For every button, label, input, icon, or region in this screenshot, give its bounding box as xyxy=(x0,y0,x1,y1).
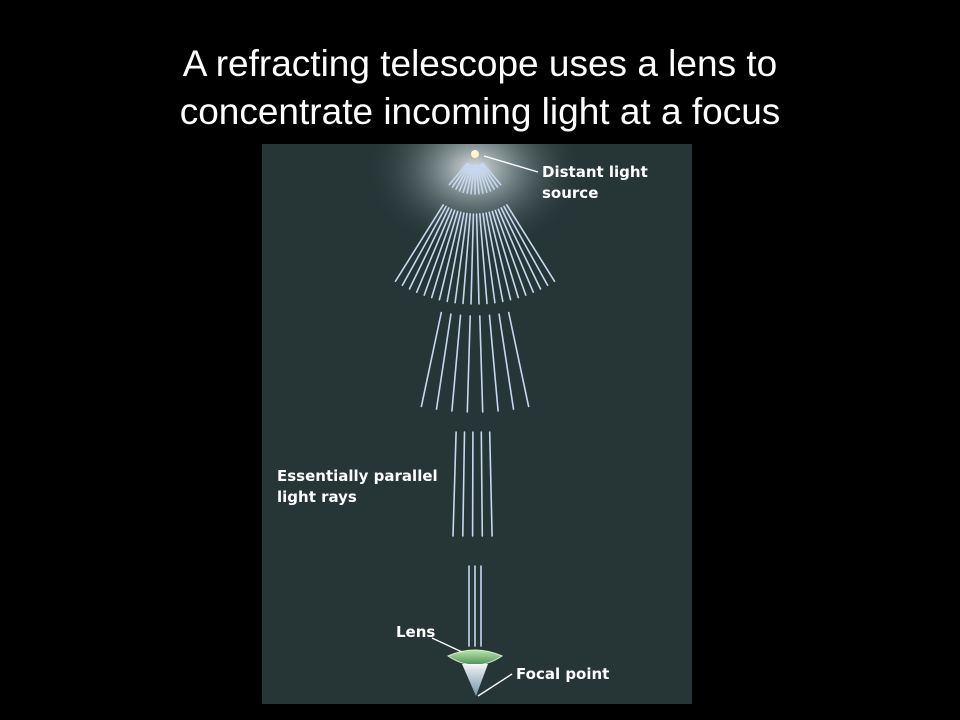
light-ray xyxy=(494,209,527,296)
light-ray xyxy=(423,209,456,296)
light-ray xyxy=(488,211,512,301)
light-ray xyxy=(415,208,453,293)
light-ray xyxy=(507,311,530,408)
light-ray xyxy=(500,207,542,290)
light-ray xyxy=(479,213,488,305)
diagram-panel: Distant light source Essentially paralle… xyxy=(262,144,692,704)
focal-point-label: Focal point xyxy=(516,664,609,685)
light-ray xyxy=(480,431,484,537)
light-ray xyxy=(470,165,475,195)
light-ray xyxy=(408,207,450,290)
light-ray xyxy=(466,164,474,195)
light-ray xyxy=(498,313,515,410)
light-ray xyxy=(470,213,475,305)
light-ray xyxy=(491,210,520,299)
lens-leader-line xyxy=(431,637,463,653)
light-ray xyxy=(462,431,466,537)
light-ray xyxy=(435,313,452,410)
light-ray xyxy=(488,314,499,412)
light-ray xyxy=(455,163,471,190)
light-ray xyxy=(488,431,493,537)
light-ray xyxy=(475,213,480,305)
light-ray xyxy=(448,162,469,186)
light-ray xyxy=(401,205,447,287)
slide-title-line-1: A refracting telescope uses a lens to xyxy=(182,43,778,84)
slide-title: A refracting telescope uses a lens to co… xyxy=(0,40,960,136)
light-ray xyxy=(420,311,443,408)
focusing-light-cone xyxy=(462,664,488,696)
distant-light-source-label-line-1: Distant light xyxy=(542,163,648,181)
narrowing-ray-group xyxy=(420,311,530,413)
light-ray xyxy=(503,205,549,287)
lens-shape xyxy=(446,649,504,666)
light-ray xyxy=(476,164,484,195)
lens-label-text: Lens xyxy=(396,623,436,641)
light-ray xyxy=(481,163,499,188)
light-ray xyxy=(452,431,457,537)
light-ray xyxy=(451,163,469,188)
light-ray xyxy=(482,212,496,304)
light-ray xyxy=(451,314,462,412)
distant-light-source-label-line-2: source xyxy=(542,184,599,202)
light-ray xyxy=(497,208,535,293)
light-ray xyxy=(479,315,484,413)
light-ray xyxy=(394,204,444,282)
light-ray xyxy=(454,212,468,304)
focal-point-label-text: Focal point xyxy=(516,665,610,683)
light-ray xyxy=(462,213,471,305)
light-ray xyxy=(458,164,472,192)
distant-light-source-label: Distant light source xyxy=(542,162,648,204)
spreading-ray-fan xyxy=(394,204,556,305)
light-ray xyxy=(438,211,462,301)
near-source-ray-fan xyxy=(448,162,502,195)
parallel-light-rays-label-line-1: Essentially parallel xyxy=(277,467,438,485)
light-ray xyxy=(462,164,473,194)
light-ray xyxy=(479,163,495,190)
refracting-telescope-diagram xyxy=(365,144,585,697)
light-ray xyxy=(478,164,492,192)
light-ray xyxy=(475,165,480,195)
source-leader-line xyxy=(483,155,539,173)
light-ray xyxy=(481,162,502,186)
lens-incoming-rays xyxy=(468,565,482,647)
parallel-ray-group xyxy=(452,431,493,537)
light-ray xyxy=(446,212,465,303)
parallel-light-rays-label: Essentially parallel light rays xyxy=(277,466,438,508)
light-ray xyxy=(466,315,471,413)
focal-point-leader-line xyxy=(477,673,513,697)
light-ray xyxy=(477,164,488,194)
parallel-light-rays-label-line-2: light rays xyxy=(277,488,357,506)
slide-title-line-2: concentrate incoming light at a focus xyxy=(179,91,781,132)
light-ray xyxy=(506,204,556,282)
source-glow xyxy=(365,144,585,254)
light-ray xyxy=(485,212,504,303)
light-source-icon xyxy=(471,150,479,158)
lens-label: Lens xyxy=(396,622,435,643)
light-ray xyxy=(430,210,459,299)
